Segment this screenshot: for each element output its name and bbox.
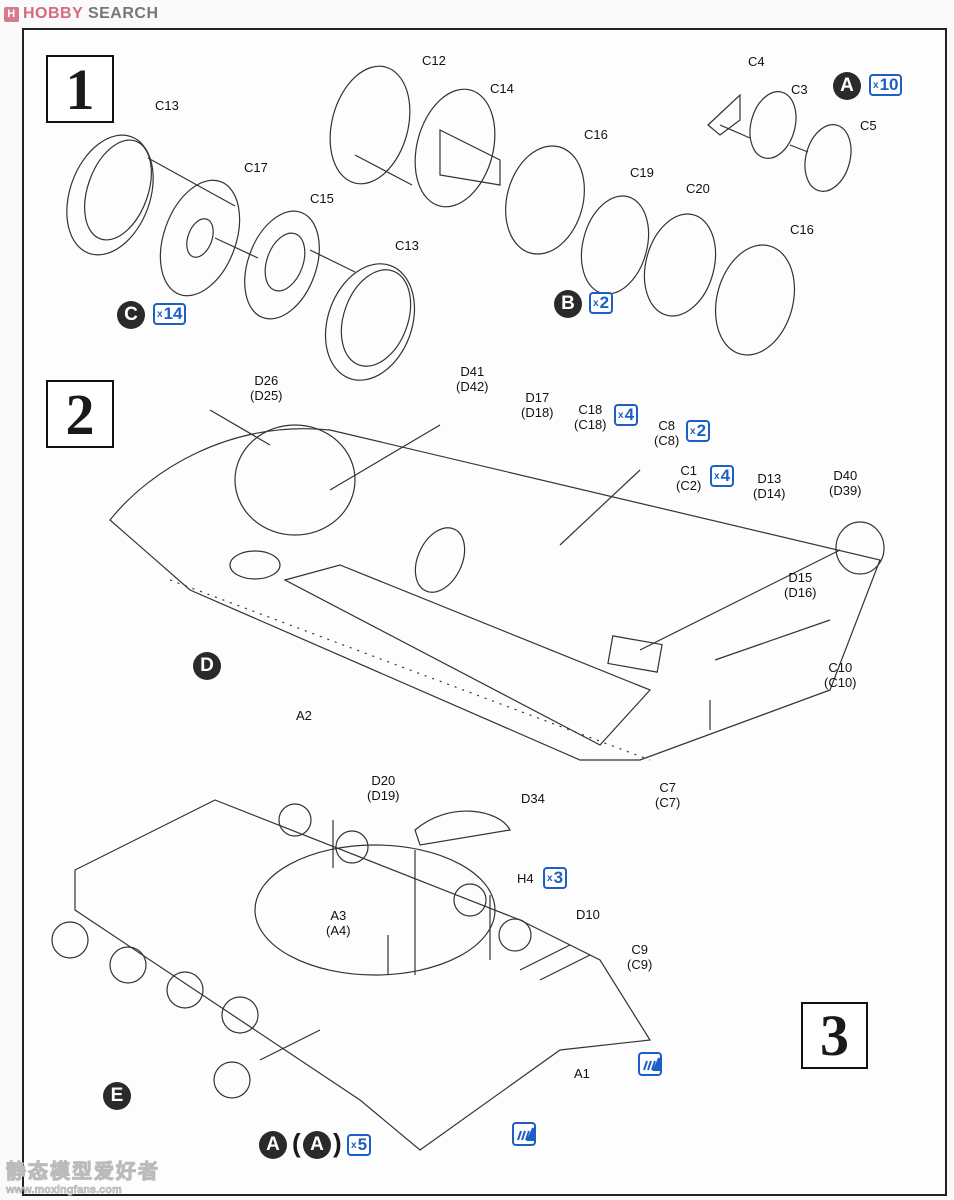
part-label: C8(C8) [654, 418, 680, 448]
part-label: D26(D25) [250, 373, 283, 403]
brand-search: SEARCH [87, 5, 159, 22]
sprue-badge-c: C [117, 301, 145, 329]
sprue-badge-a-alt: A [303, 1131, 331, 1159]
part-label: C7(C7) [655, 780, 681, 810]
part-label: A3(A4) [326, 908, 351, 938]
part-label: D10 [576, 907, 600, 922]
step1-art [66, 65, 852, 381]
paint-marker-icon [638, 1052, 662, 1076]
part-label: C12 [422, 53, 446, 68]
sprue-badge-a: A [259, 1131, 287, 1159]
view-badge-d: D [193, 652, 221, 680]
part-label: D15(D16) [784, 570, 817, 600]
sprue-badge-b: B [554, 290, 582, 318]
step-number: 1 [65, 56, 95, 122]
watermark: 静态模型爱好者 www.moxingfans.com [6, 1161, 160, 1197]
paint-marker-icon [512, 1122, 536, 1146]
part-label: D40(D39) [829, 468, 862, 498]
part-label: D41(D42) [456, 364, 489, 394]
paren-open: ( [292, 1128, 301, 1158]
part-label: D34 [521, 791, 545, 806]
view-badge-e: E [103, 1082, 131, 1110]
part-label: C13 [395, 238, 419, 253]
part-label: C9(C9) [627, 942, 653, 972]
step-2-box: 2 [46, 380, 114, 448]
part-label: C17 [244, 160, 268, 175]
part-label: C1(C2) [676, 463, 702, 493]
part-label: C19 [630, 165, 654, 180]
hobby-search-logo: H HOBBY SEARCH [4, 5, 159, 23]
part-label: C14 [490, 81, 514, 96]
part-label: D20(D19) [367, 773, 400, 803]
step-3-box: 3 [801, 1002, 868, 1069]
part-label: C15 [310, 191, 334, 206]
brand-mark-icon: H [4, 7, 19, 22]
part-label: A1 [574, 1066, 590, 1081]
part-label: C5 [860, 118, 877, 133]
brand-hobby: HOBBY [23, 5, 83, 22]
part-label: C16 [790, 222, 814, 237]
step-number: 2 [65, 381, 95, 447]
part-label: D17(D18) [521, 390, 554, 420]
part-label: C10(C10) [824, 660, 857, 690]
part-label: C4 [748, 54, 765, 69]
step-1-box: 1 [46, 55, 114, 123]
part-label: C3 [791, 82, 808, 97]
step2-art [109, 409, 885, 761]
step-number: 3 [820, 1003, 849, 1068]
step3-art [51, 799, 652, 1151]
part-label: C18(C18) [574, 402, 607, 432]
part-label: C16 [584, 127, 608, 142]
instruction-sheet [22, 28, 947, 1196]
part-label: D13(D14) [753, 471, 786, 501]
part-label: A2 [296, 708, 312, 723]
paren-close: ) [333, 1128, 342, 1158]
part-label: C20 [686, 181, 710, 196]
part-label: C13 [155, 98, 179, 113]
sprue-badge-a: A [833, 72, 861, 100]
part-label: H4 [517, 871, 534, 886]
